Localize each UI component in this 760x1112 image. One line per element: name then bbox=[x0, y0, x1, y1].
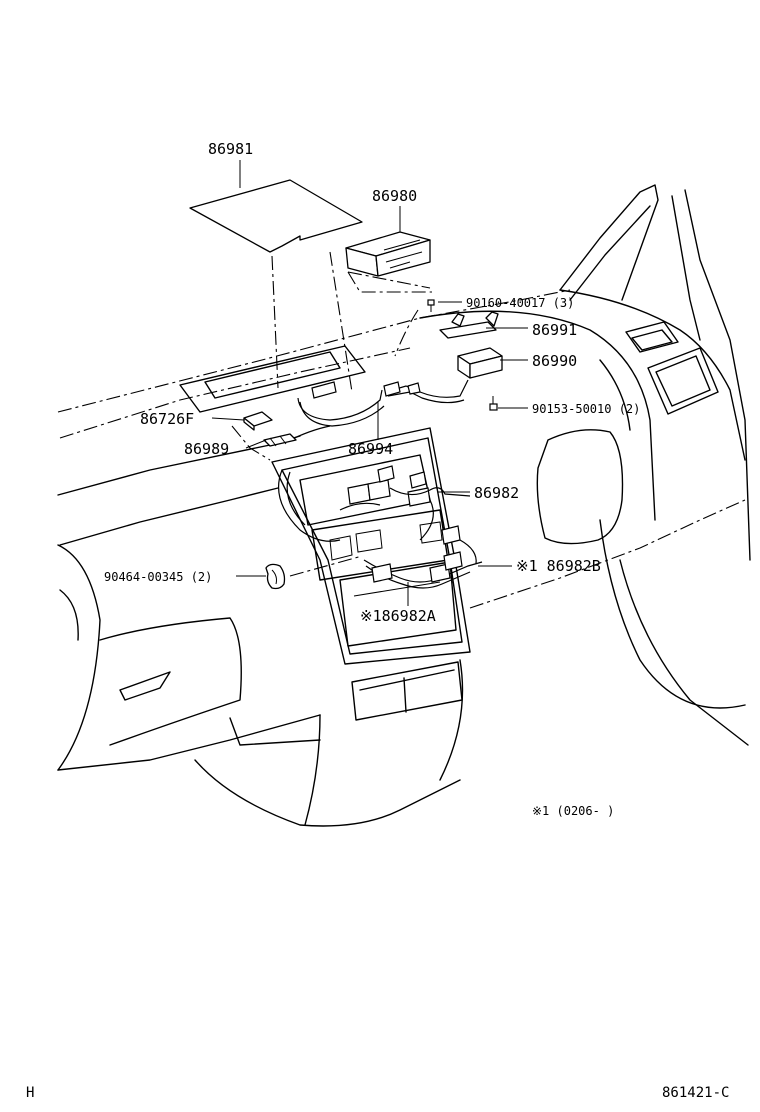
label-86982B[interactable]: ※1 86982B bbox=[516, 557, 601, 575]
label-90464-00345[interactable]: 90464-00345 (2) bbox=[104, 570, 212, 584]
screw-90160[interactable] bbox=[427, 299, 435, 312]
part-86981-pad[interactable] bbox=[189, 179, 363, 253]
label-90160-40017[interactable]: 90160-40017 (3) bbox=[466, 296, 574, 310]
guide-86726F bbox=[231, 425, 271, 461]
clamp-90464[interactable] bbox=[265, 563, 286, 590]
diagram-code-label: 861421-C bbox=[662, 1085, 729, 1101]
guide-90464 bbox=[289, 555, 363, 577]
part-labels: 86981 86980 90160-40017 (3) 86991 86990 … bbox=[26, 140, 729, 1101]
guide-86980-b bbox=[347, 271, 431, 289]
dashboard-outline bbox=[57, 184, 751, 827]
label-86989[interactable]: 86989 bbox=[184, 440, 229, 458]
harness-86982[interactable] bbox=[278, 465, 471, 542]
harness-86982B[interactable] bbox=[363, 525, 483, 589]
part-86989[interactable] bbox=[263, 433, 297, 447]
guide-90160 bbox=[394, 309, 419, 357]
guide-86981 bbox=[271, 255, 279, 389]
label-86991[interactable]: 86991 bbox=[532, 321, 577, 339]
label-86990[interactable]: 86990 bbox=[532, 352, 577, 370]
part-86980-receiver[interactable] bbox=[345, 231, 431, 277]
leader-lines bbox=[211, 160, 528, 606]
corner-left-label: H bbox=[26, 1085, 34, 1101]
footnote-label: ※1 (0206- ) bbox=[532, 804, 614, 818]
label-86994[interactable]: 86994 bbox=[348, 440, 393, 458]
guide-86980-a bbox=[329, 251, 353, 393]
part-86726F[interactable] bbox=[243, 411, 273, 431]
label-86980[interactable]: 86980 bbox=[372, 187, 417, 205]
unit-86990[interactable] bbox=[457, 347, 503, 379]
guide-86980-c bbox=[347, 271, 432, 293]
label-86982A[interactable]: ※186982A bbox=[360, 607, 436, 625]
screw-90153[interactable] bbox=[489, 396, 498, 411]
label-86982[interactable]: 86982 bbox=[474, 484, 519, 502]
label-90153-50010[interactable]: 90153-50010 (2) bbox=[532, 402, 640, 416]
harness-86994[interactable] bbox=[285, 379, 469, 443]
label-86981[interactable]: 86981 bbox=[208, 140, 253, 158]
bracket-86991[interactable] bbox=[439, 311, 499, 339]
label-86726F[interactable]: 86726F bbox=[140, 410, 194, 428]
